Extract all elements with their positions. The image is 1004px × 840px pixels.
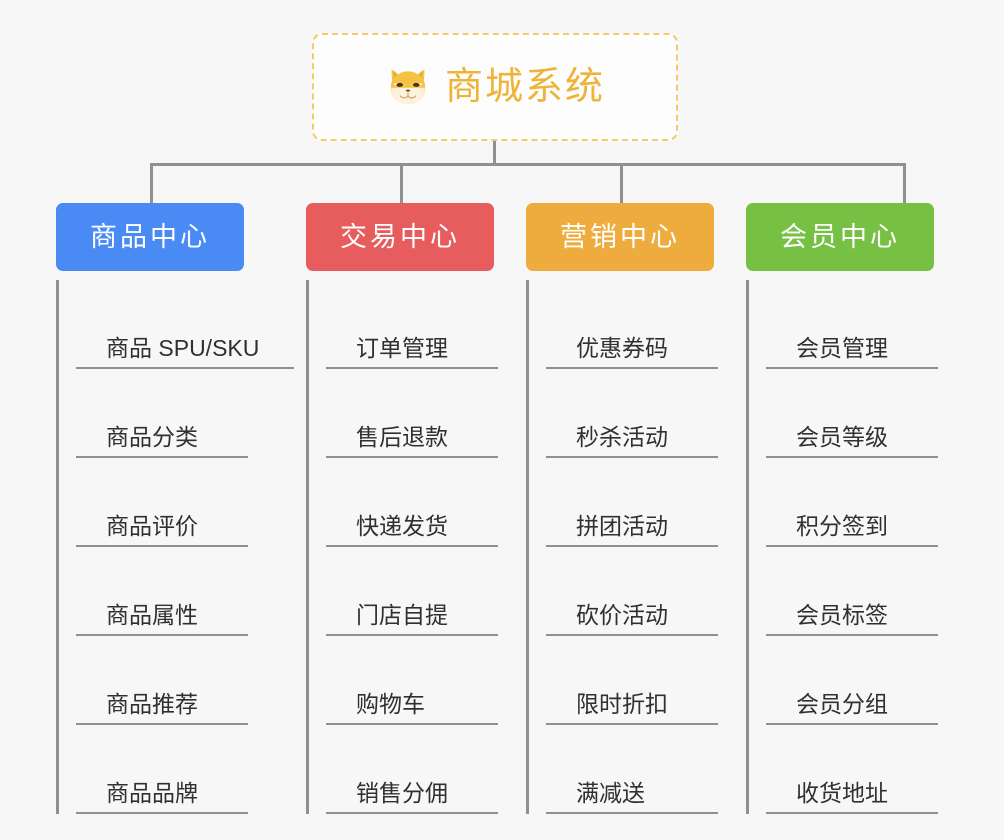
list-item[interactable]: 会员标签 <box>766 547 938 636</box>
category-column-1: 交易中心 订单管理 售后退款 快递发货 门店自提 购物车 销售分佣 <box>306 203 538 814</box>
list-item-label: 优惠券码 <box>576 335 668 361</box>
list-item-label: 购物车 <box>356 691 425 717</box>
list-item-label: 积分签到 <box>796 513 888 539</box>
list-item-label: 售后退款 <box>356 424 448 450</box>
category-column-0: 商品中心 商品 SPU/SKU 商品分类 商品评价 商品属性 商品推荐 商品品牌 <box>56 203 294 814</box>
list-item-label: 秒杀活动 <box>576 424 668 450</box>
list-item-label: 限时折扣 <box>576 691 668 717</box>
category-header-2[interactable]: 营销中心 <box>526 203 714 271</box>
list-item-label: 收货地址 <box>796 780 888 806</box>
connector-bus <box>150 163 906 166</box>
list-item-label: 满减送 <box>576 780 645 806</box>
root-title: 商城系统 <box>444 66 605 108</box>
root-node[interactable]: 商城系统 <box>312 33 678 141</box>
shiba-dog-icon <box>390 69 426 105</box>
category-items-1: 订单管理 售后退款 快递发货 门店自提 购物车 销售分佣 <box>306 280 538 814</box>
list-item[interactable]: 商品 SPU/SKU <box>76 280 294 369</box>
list-item[interactable]: 订单管理 <box>326 280 498 369</box>
category-column-2: 营销中心 优惠券码 秒杀活动 拼团活动 砍价活动 限时折扣 满减送 <box>526 203 758 814</box>
category-items-3: 会员管理 会员等级 积分签到 会员标签 会员分组 收货地址 <box>746 280 978 814</box>
list-item[interactable]: 商品评价 <box>76 458 248 547</box>
list-item[interactable]: 快递发货 <box>326 458 498 547</box>
list-item-label: 快递发货 <box>356 513 448 539</box>
list-item-label: 商品分类 <box>106 424 198 450</box>
list-item-label: 商品推荐 <box>106 691 198 717</box>
connector-drop-1 <box>400 163 403 205</box>
list-item[interactable]: 积分签到 <box>766 458 938 547</box>
list-item-label: 订单管理 <box>356 335 448 361</box>
list-item[interactable]: 售后退款 <box>326 369 498 458</box>
category-header-1[interactable]: 交易中心 <box>306 203 494 271</box>
list-item[interactable]: 拼团活动 <box>546 458 718 547</box>
list-item[interactable]: 会员管理 <box>766 280 938 369</box>
list-item[interactable]: 商品分类 <box>76 369 248 458</box>
category-header-0[interactable]: 商品中心 <box>56 203 244 271</box>
connector-root-stem <box>493 141 496 165</box>
list-item[interactable]: 购物车 <box>326 636 498 725</box>
list-item-label: 商品属性 <box>106 602 198 628</box>
list-item-label: 会员标签 <box>796 602 888 628</box>
list-item[interactable]: 优惠券码 <box>546 280 718 369</box>
connector-drop-3 <box>903 163 906 205</box>
list-item-label: 会员分组 <box>796 691 888 717</box>
list-item-label: 门店自提 <box>356 602 448 628</box>
category-column-3: 会员中心 会员管理 会员等级 积分签到 会员标签 会员分组 收货地址 <box>746 203 978 814</box>
list-item-label: 销售分佣 <box>356 780 448 806</box>
list-item-label: 商品评价 <box>106 513 198 539</box>
list-item[interactable]: 砍价活动 <box>546 547 718 636</box>
list-item[interactable]: 秒杀活动 <box>546 369 718 458</box>
list-item[interactable]: 门店自提 <box>326 547 498 636</box>
list-item[interactable]: 限时折扣 <box>546 636 718 725</box>
list-item[interactable]: 商品品牌 <box>76 725 248 814</box>
list-item-label: 会员管理 <box>796 335 888 361</box>
list-item[interactable]: 商品推荐 <box>76 636 248 725</box>
list-item[interactable]: 满减送 <box>546 725 718 814</box>
list-item[interactable]: 收货地址 <box>766 725 938 814</box>
list-item-label: 商品品牌 <box>106 780 198 806</box>
connector-drop-2 <box>620 163 623 205</box>
list-item-label: 砍价活动 <box>576 602 668 628</box>
list-item-label: 会员等级 <box>796 424 888 450</box>
list-item-label: 商品 SPU/SKU <box>106 335 260 361</box>
list-item[interactable]: 销售分佣 <box>326 725 498 814</box>
category-items-2: 优惠券码 秒杀活动 拼团活动 砍价活动 限时折扣 满减送 <box>526 280 758 814</box>
list-item[interactable]: 会员分组 <box>766 636 938 725</box>
list-item-label: 拼团活动 <box>576 513 668 539</box>
list-item[interactable]: 商品属性 <box>76 547 248 636</box>
category-items-0: 商品 SPU/SKU 商品分类 商品评价 商品属性 商品推荐 商品品牌 <box>56 280 294 814</box>
connector-drop-0 <box>150 163 153 205</box>
list-item[interactable]: 会员等级 <box>766 369 938 458</box>
category-header-3[interactable]: 会员中心 <box>746 203 934 271</box>
